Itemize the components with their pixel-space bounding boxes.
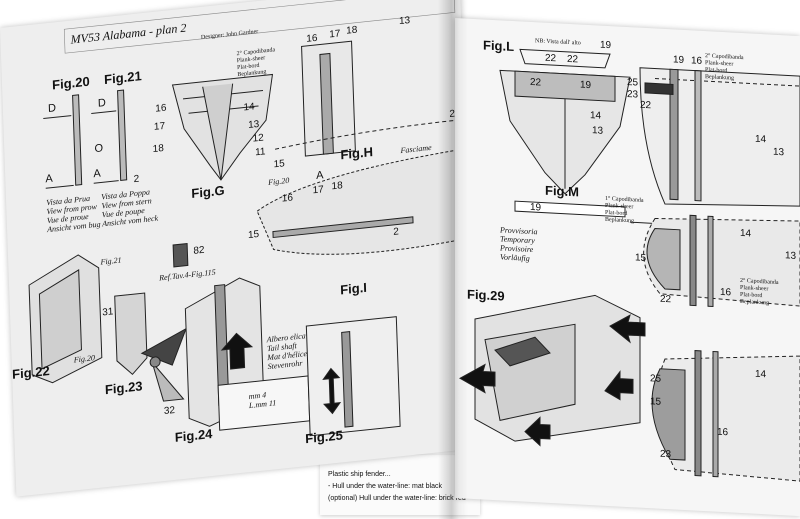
num-19-l2: 19 <box>580 79 592 92</box>
num-15-br: 15 <box>650 396 662 408</box>
num-18-i: 18 <box>331 180 343 193</box>
plank-sheer-note: 2° Capodibanda Plank-sheer Plat-bord Bep… <box>236 47 276 79</box>
plank-sheer-note-3: 1° Capodibanda Plank-sheer Plat-bord Bep… <box>605 195 644 225</box>
num-32: 32 <box>163 404 176 418</box>
num-16-mr: 16 <box>720 286 732 299</box>
view-from-prow: Vista da Prua View from prow Vue de prou… <box>46 193 101 235</box>
num-14-l: 14 <box>590 110 602 122</box>
num-22-l2: 22 <box>567 53 579 66</box>
num-14-br: 14 <box>755 368 767 381</box>
num-13-tr: 13 <box>773 146 785 159</box>
figm-label: Fig.M <box>545 182 579 200</box>
view-from-stern: Vista da Poppa View from stern Vue de po… <box>101 187 159 229</box>
num-13-h: 13 <box>398 15 411 28</box>
num-17-h: 17 <box>329 28 341 41</box>
num-12-g: 12 <box>252 132 264 145</box>
num-19-m: 19 <box>530 201 542 214</box>
letter-a-h: A <box>315 169 324 182</box>
num-2-i: 2 <box>393 226 400 238</box>
num-2-fig21: 2 <box>133 173 140 186</box>
left-plan-page: MV53 Alabama - plan 2 Designer: John Gar… <box>0 0 477 497</box>
plank-sheer-note-4: 2° Capodibanda Plank-sheer Plat-bord Bep… <box>740 277 779 307</box>
bottom-note-3: (optional) Hull under the water-line: br… <box>328 495 466 502</box>
num-25-tr: 25 <box>627 77 639 89</box>
num-23-br: 23 <box>660 448 672 461</box>
left-page-drawings <box>28 0 460 437</box>
num-15-g: 15 <box>273 158 285 171</box>
bottom-note-2: - Hull under the water-line: mat black <box>328 483 442 490</box>
tail-shaft-note: Albero elica Tail shaft Mat d'hélice Ste… <box>266 331 308 372</box>
num-14-tr: 14 <box>755 133 767 146</box>
num-22-tr: 22 <box>640 99 652 112</box>
num-13-mr: 13 <box>785 250 797 262</box>
num-16-tr: 16 <box>691 55 703 67</box>
num-14-mr: 14 <box>740 227 752 240</box>
letter-d-1: D <box>47 102 57 116</box>
num-13-g: 13 <box>247 118 260 132</box>
num-19-l: 19 <box>600 39 612 52</box>
num-15-mr: 15 <box>635 252 647 265</box>
right-page-drawings <box>458 48 800 482</box>
num-17-g: 17 <box>153 120 166 133</box>
fig29-label: Fig.29 <box>467 286 505 304</box>
num-22-l1: 22 <box>545 52 557 65</box>
figi-label: Fig.I <box>339 279 368 298</box>
shaft-dims: mm 4 L.mm 11 <box>248 390 277 411</box>
num-22-mr: 22 <box>660 293 672 306</box>
num-23-tr: 23 <box>627 89 639 101</box>
num-25-br: 25 <box>650 373 662 385</box>
underlying-page: Plastic ship fender... - Hull under the … <box>320 455 480 515</box>
num-18-g: 18 <box>152 142 165 156</box>
plank-sheer-note-2: 2° Capodibanda Plank-sheer Plat-bord Bep… <box>705 53 744 82</box>
book-spine-shadow <box>438 0 468 519</box>
num-16-h: 16 <box>306 32 318 45</box>
letter-d-2: D <box>97 96 107 110</box>
num-18-h: 18 <box>345 24 358 37</box>
num-16-br: 16 <box>717 426 729 439</box>
figl-label: Fig.L <box>483 37 515 55</box>
letter-o: O <box>94 142 104 156</box>
temporary-note: Provvisoria Temporary Provisoire Vorläuf… <box>500 225 538 263</box>
letter-a-2: A <box>93 167 101 181</box>
ref-num-82: 82 <box>193 244 205 257</box>
num-22-l3: 22 <box>530 76 542 89</box>
bottom-note-1: Plastic ship fender... <box>328 471 391 478</box>
num-16-g: 16 <box>155 102 167 115</box>
num-13-l: 13 <box>592 125 604 137</box>
num-31: 31 <box>102 306 114 319</box>
num-15-i: 15 <box>247 228 260 242</box>
num-16-i: 16 <box>281 192 294 205</box>
num-19-tr: 19 <box>673 54 685 67</box>
num-11-g: 11 <box>254 146 266 159</box>
letter-a-1: A <box>45 172 53 186</box>
right-plan-page: Fig.L NB: Vista dall' alto 19 22 22 22 1… <box>455 18 800 517</box>
num-17-i: 17 <box>312 184 324 197</box>
num-14-g: 14 <box>243 101 255 114</box>
